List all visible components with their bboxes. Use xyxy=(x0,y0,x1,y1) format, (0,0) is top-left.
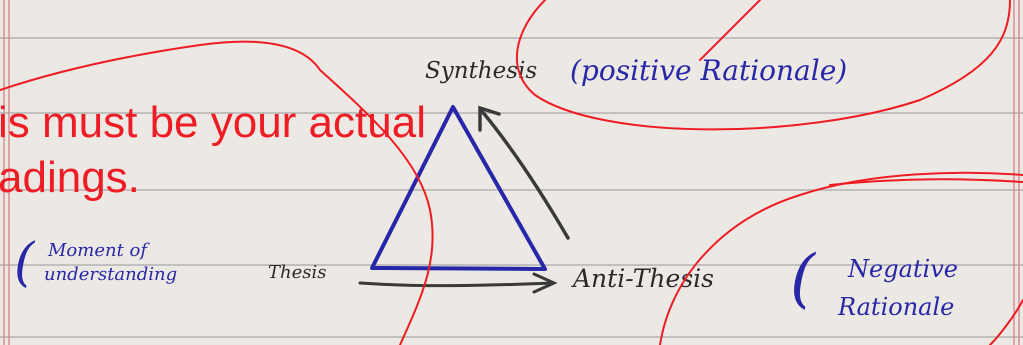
red-stroke-top xyxy=(699,0,761,61)
paren-open-right: ( xyxy=(790,242,817,316)
label-rationale: Rationale xyxy=(837,293,954,321)
arrow-antithesis-to-synthesis xyxy=(478,105,570,240)
label-moment-of: Moment of xyxy=(47,240,150,261)
label-synthesis: Synthesis xyxy=(425,58,537,84)
red-stroke-left xyxy=(0,40,434,345)
red-line-right xyxy=(829,178,1023,186)
overlay-text-line2: adings. xyxy=(0,153,140,202)
overlay-text-line1: is must be your actual xyxy=(0,98,426,147)
dialectic-triangle xyxy=(370,105,547,271)
label-antithesis: Anti-Thesis xyxy=(571,264,714,293)
arrow-thesis-to-antithesis xyxy=(358,272,558,294)
margin-lines xyxy=(3,0,1020,345)
red-arc-right xyxy=(659,171,1023,345)
red-ellipse-top-right xyxy=(515,0,1011,131)
label-thesis: Thesis xyxy=(268,262,326,283)
paren-open-left: ( xyxy=(14,233,36,293)
label-negative: Negative xyxy=(847,255,958,283)
ruled-lines xyxy=(0,37,1023,338)
red-stroke-corner xyxy=(989,299,1023,345)
label-understanding: understanding xyxy=(44,264,177,285)
label-positive-rationale: (positive Rationale) xyxy=(570,54,847,87)
